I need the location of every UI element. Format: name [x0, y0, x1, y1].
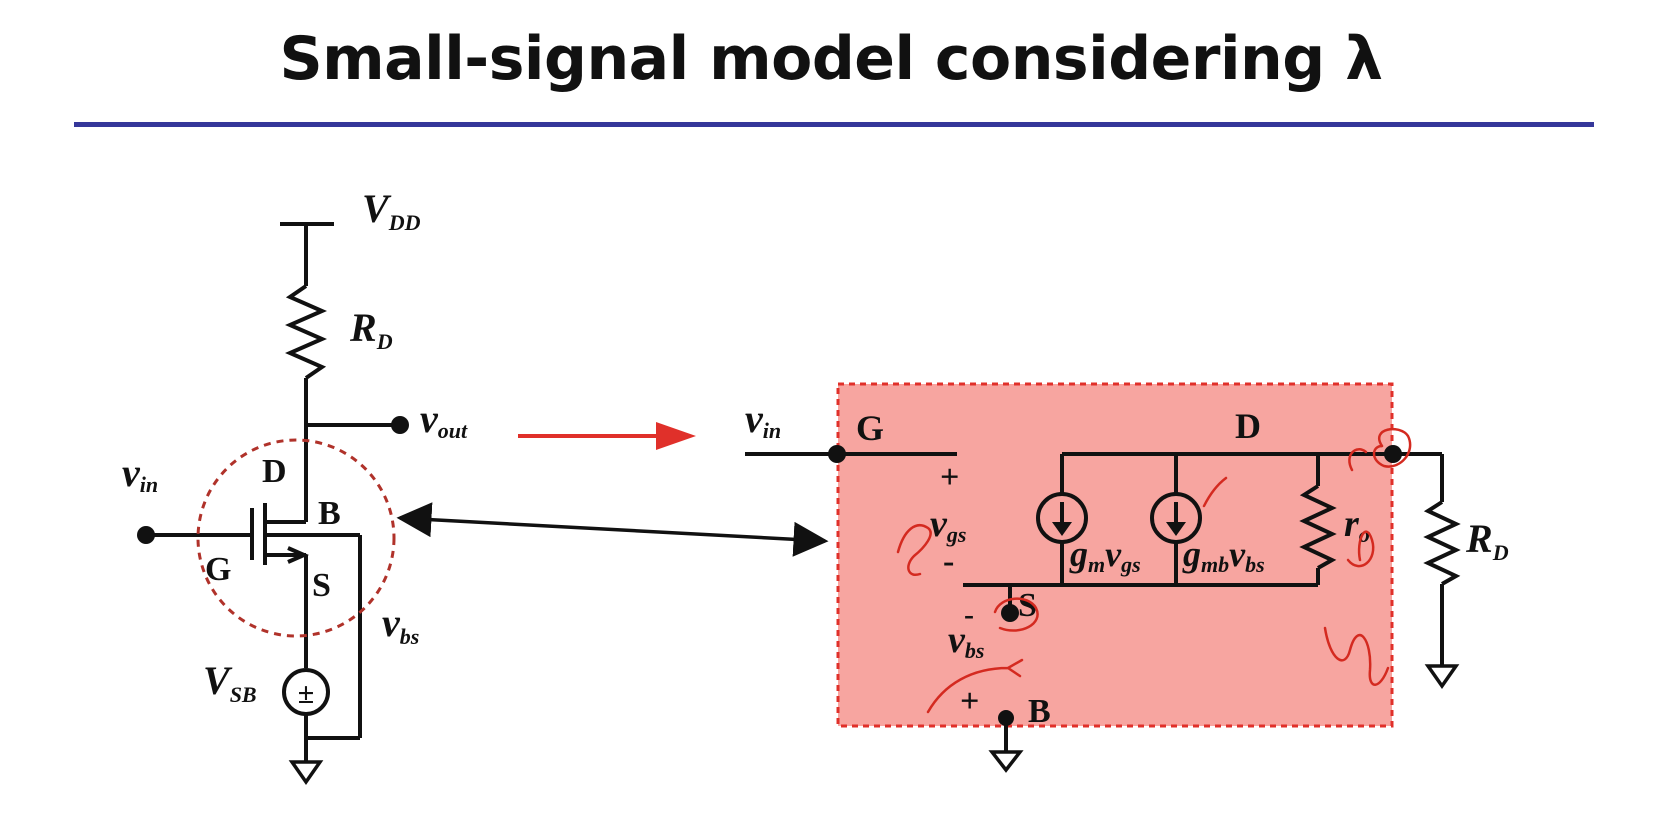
ground-icon	[1424, 664, 1460, 690]
drain-arrow-annotation	[1348, 448, 1368, 472]
vbs-arrow-annotation	[926, 658, 1024, 714]
model-vbs-label: vbs	[948, 619, 984, 663]
model-gate-label: G	[856, 408, 884, 448]
vbs-minus: -	[964, 598, 974, 631]
ground-icon	[288, 760, 324, 786]
vbs-label: vbs	[382, 600, 419, 649]
vsb-label: VSB	[203, 658, 257, 707]
drain-terminal-label: D	[262, 453, 287, 490]
model-source-label: S	[1018, 587, 1037, 624]
down-arrow-icon	[1052, 522, 1072, 536]
ro-resistor	[1299, 484, 1337, 570]
gm-vgs-label: gmvgs	[1069, 534, 1141, 577]
model-drain-label: D	[1235, 406, 1261, 446]
input-node	[137, 526, 155, 544]
output-node	[391, 416, 409, 434]
drain-resistor	[285, 284, 327, 380]
small-signal-model: vin G D S B + vgs - - vbs + gmvgs gmbvbs…	[745, 396, 1509, 773]
source-node-circle-annotation	[993, 597, 1039, 632]
rd-label: RD	[349, 305, 393, 354]
small-signal-model-box	[836, 382, 1394, 728]
vgs-plus: +	[940, 459, 959, 496]
gate-terminal-label: G	[205, 551, 231, 588]
ground-icon	[988, 750, 1024, 773]
model-vin-label: vin	[745, 396, 781, 443]
vbs-plus: +	[960, 683, 979, 720]
title-divider	[74, 122, 1594, 127]
model-body-label: B	[1028, 693, 1051, 730]
vo-handwriting-annotation	[1323, 626, 1390, 686]
slide-title: Small-signal model considering λ	[279, 24, 1383, 94]
vsb-polarity: ±	[298, 677, 314, 710]
vgs-scribble-annotation	[896, 524, 932, 577]
left-circuit: ± VDD RD vout vin D G S B vbs VSB	[122, 186, 468, 786]
vgs-minus: -	[943, 543, 954, 580]
load-resistor	[1423, 500, 1461, 586]
mapping-arrow	[518, 422, 696, 450]
gmb-tick-annotation	[1202, 476, 1228, 508]
model-source-node	[1001, 604, 1019, 622]
vdd-label: VDD	[362, 186, 421, 235]
handwritten-annotations	[896, 428, 1412, 714]
correspondence-arrow	[396, 502, 829, 557]
model-gate-node	[828, 445, 846, 463]
vout-label: vout	[420, 396, 468, 443]
body-terminal-label: B	[318, 495, 341, 532]
vgs-label: vgs	[930, 503, 966, 547]
gmb-vbs-label: gmbvbs	[1182, 534, 1265, 577]
transistor-highlight-circle	[196, 438, 396, 638]
ro-scribble-annotation	[1346, 530, 1375, 568]
vin-label: vin	[122, 450, 158, 497]
source-terminal-label: S	[312, 567, 331, 604]
drain-node-circle-annotation	[1372, 428, 1412, 468]
load-rd-label: RD	[1465, 516, 1509, 565]
ro-label: ro	[1344, 503, 1370, 547]
down-arrow-icon	[1166, 522, 1186, 536]
model-drain-node	[1384, 445, 1402, 463]
